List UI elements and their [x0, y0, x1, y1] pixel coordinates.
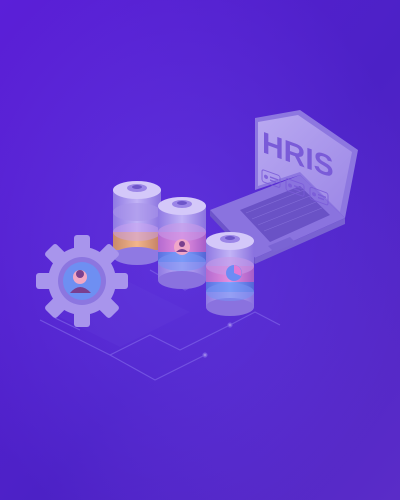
database-stack-icon: [158, 197, 206, 289]
screen-cards: [261, 169, 329, 206]
laptop-trackpad: [268, 237, 296, 252]
pie-chart-icon: [226, 265, 242, 281]
database-stack-icon: [113, 181, 161, 265]
database-stack-icon: [206, 232, 254, 316]
laptop-screen: [258, 115, 352, 212]
gear-icon: [36, 235, 128, 327]
user-avatar-icon: [174, 239, 190, 255]
